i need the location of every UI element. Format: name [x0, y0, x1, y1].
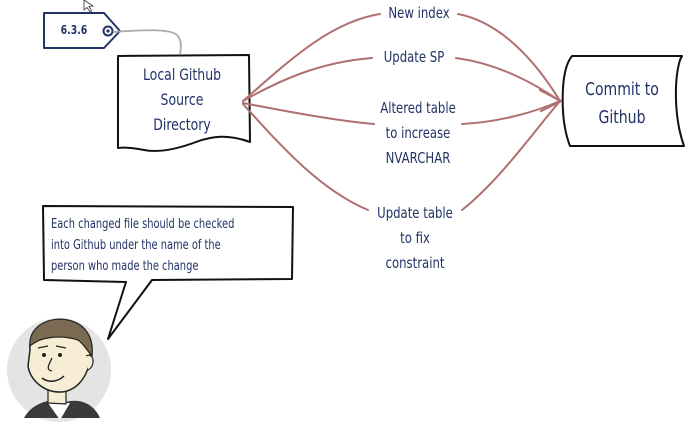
change-label-text: New index [388, 4, 450, 22]
change-label-line-2: to fix [400, 229, 430, 247]
change-label-line-2: to increase [385, 124, 451, 142]
commit-line-2: Github [598, 107, 646, 128]
change-label-line-1: Altered table [380, 99, 456, 117]
change-label-new-index: New index [380, 4, 458, 24]
change-label-line-3: NVARCHAR [385, 149, 451, 167]
change-label-line-3: constraint [385, 254, 445, 272]
callout-line-2: into Github under the name of the [51, 238, 221, 253]
arrowhead-icon [538, 88, 563, 113]
callout-line-1: Each changed file should be checked [51, 217, 235, 232]
commit-target-shape [561, 55, 685, 147]
source-line-1: Local Github [142, 65, 222, 84]
avatar [7, 318, 111, 422]
change-label-update-table: Update table to fix constraint [368, 201, 462, 276]
version-tag-text: 6.3.6 [60, 23, 88, 37]
source-document-shape [117, 54, 251, 152]
speech-bubble-shape [42, 205, 294, 340]
mouse-cursor-icon [83, 0, 95, 13]
version-tag-icon [43, 12, 182, 55]
change-label-line-1: Update table [377, 204, 453, 222]
arrow-update-table [242, 100, 561, 211]
change-label-text: Update SP [383, 48, 445, 66]
change-label-altered-table: Altered table to increase NVARCHAR [371, 96, 465, 171]
callout-line-3: person who made the change [51, 259, 199, 274]
commit-line-1: Commit to [585, 79, 659, 100]
change-label-update-sp: Update SP [375, 48, 453, 68]
callout-text: Each changed file should be checked into… [51, 214, 279, 277]
source-line-3: Directory [153, 115, 211, 134]
version-tag-label: 6.3.6 [51, 23, 98, 39]
arrow-new-index [242, 13, 561, 102]
commit-label: Commit to Github [574, 76, 671, 132]
source-line-2: Source [160, 90, 204, 109]
source-directory-label: Local Github Source Directory [132, 62, 232, 137]
